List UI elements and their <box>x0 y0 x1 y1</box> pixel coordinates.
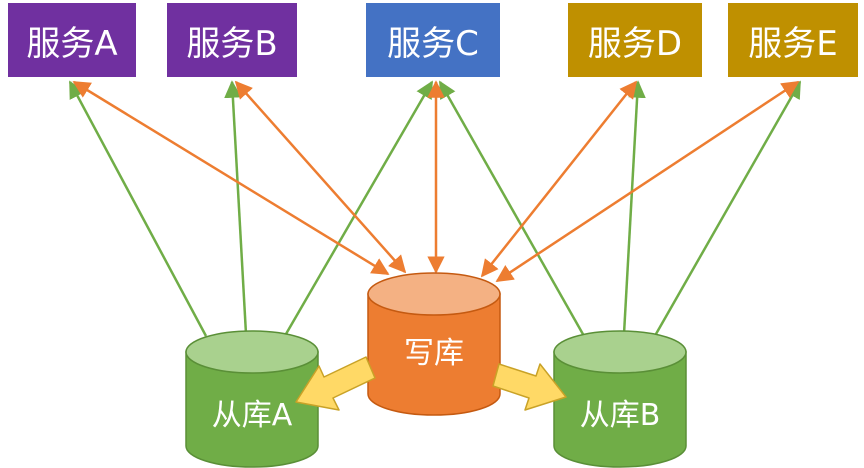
write-arrow-service-b <box>234 80 407 274</box>
service-b-label: 服务B <box>186 23 278 64</box>
service-b-box: 服务B <box>167 3 297 77</box>
replica-a-database <box>185 330 319 468</box>
service-a-box: 服务A <box>8 3 136 77</box>
write-arrows <box>72 80 800 283</box>
service-c-label: 服务C <box>387 23 479 64</box>
replica-b-database-label: 从库B <box>579 398 661 433</box>
write-database <box>367 272 501 416</box>
write-arrow-service-d <box>480 80 638 278</box>
read-arrow-replica-b-to-service-e <box>654 80 802 335</box>
service-e-box: 服务E <box>728 3 858 77</box>
replication-arrow-to-replica-a <box>295 356 376 411</box>
read-arrow-replica-a-to-service-b <box>224 80 248 335</box>
service-e-label: 服务E <box>748 23 838 64</box>
write-arrow-service-e <box>495 80 800 283</box>
replica-b-database <box>553 330 687 468</box>
service-a-label: 服务A <box>26 23 118 64</box>
replica-a-database-label: 从库A <box>211 398 293 433</box>
write-database-label: 写库 <box>404 336 464 371</box>
service-d-label: 服务D <box>587 23 683 64</box>
service-d-box: 服务D <box>568 3 702 77</box>
service-c-box: 服务C <box>366 3 500 77</box>
read-arrow-replica-b-to-service-d <box>622 80 646 335</box>
replication-arrow-to-replica-b <box>492 363 567 411</box>
